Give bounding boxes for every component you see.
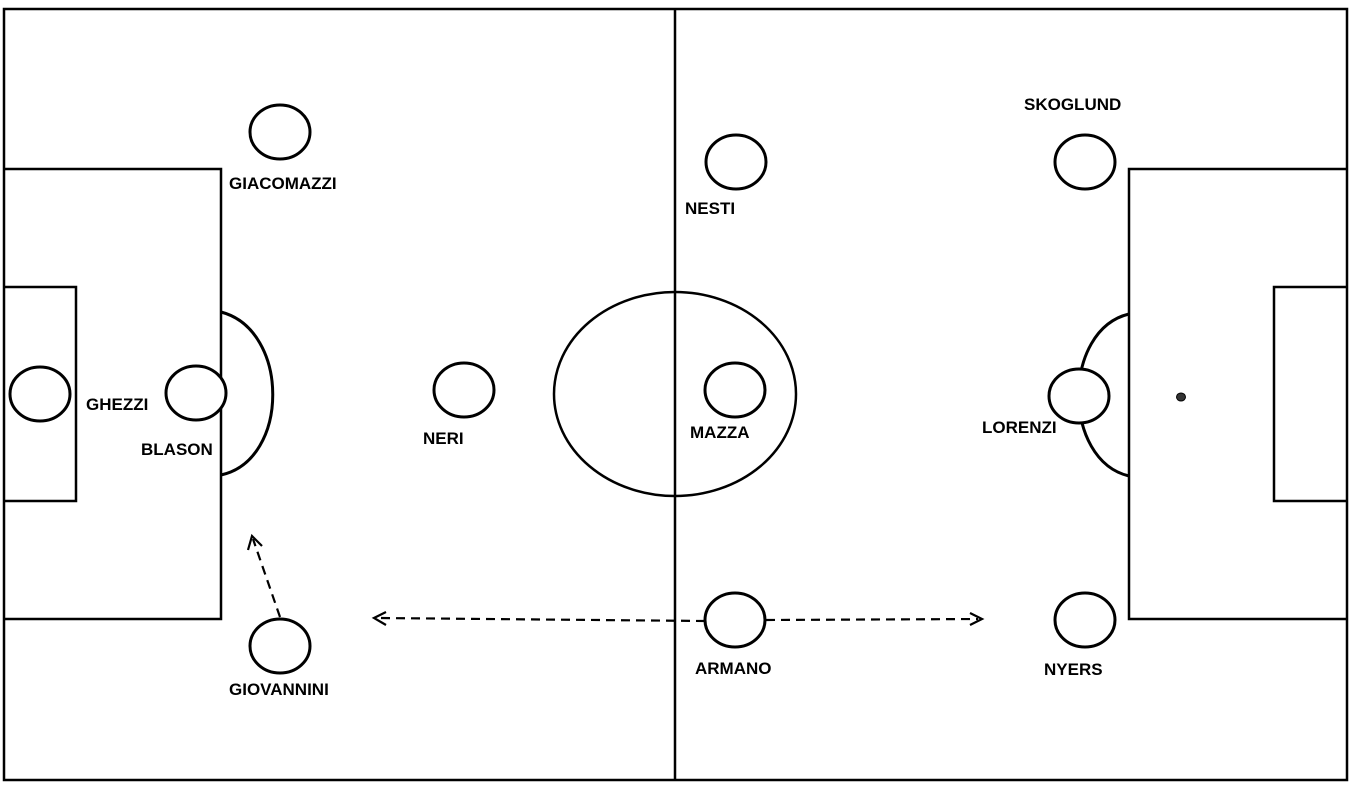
armano-left-arrow xyxy=(377,616,706,623)
player-label-armano: ARMANO xyxy=(695,659,772,678)
player-label-skoglund: SKOGLUND xyxy=(1024,95,1121,114)
player-marker-mazza xyxy=(703,361,767,419)
player-label-mazza: MAZZA xyxy=(690,423,749,442)
player-marker-nesti xyxy=(704,133,768,191)
player-marker-giacomazzi xyxy=(248,103,312,161)
movement-arrows xyxy=(246,533,985,626)
right-penalty-spot xyxy=(1176,392,1186,402)
player-marker-lorenzi xyxy=(1047,367,1111,425)
player-label-giovannini: GIOVANNINI xyxy=(229,680,329,699)
player-marker-skoglund xyxy=(1053,133,1117,191)
giovannini-run-arrowhead xyxy=(246,533,263,551)
armano-left-arrowhead xyxy=(371,611,387,626)
centre-circle xyxy=(552,290,798,498)
player-marker-armano xyxy=(703,591,767,649)
player-marker-ghezzi xyxy=(8,365,72,423)
player-marker-nyers xyxy=(1053,591,1117,649)
player-marker-neri xyxy=(432,361,496,419)
player-label-nyers: NYERS xyxy=(1044,660,1103,679)
armano-right-arrow xyxy=(765,617,979,622)
right-goal-area xyxy=(1272,285,1347,503)
player-label-giacomazzi: GIACOMAZZI xyxy=(229,174,337,193)
player-label-ghezzi: GHEZZI xyxy=(86,395,148,414)
right-penalty-area xyxy=(1127,167,1347,621)
player-marker-giovannini xyxy=(248,617,312,675)
left-penalty-arc xyxy=(220,310,275,477)
player-label-nesti: NESTI xyxy=(685,199,735,218)
player-marker-blason xyxy=(164,364,228,422)
left-goal-area xyxy=(4,285,78,503)
giovannini-run-arrow xyxy=(251,538,282,618)
player-label-blason: BLASON xyxy=(141,440,213,459)
players xyxy=(8,103,1117,675)
player-label-lorenzi: LORENZI xyxy=(982,418,1057,437)
player-label-neri: NERI xyxy=(423,429,464,448)
armano-right-arrowhead xyxy=(969,612,985,626)
player-labels: GHEZZI BLASON GIACOMAZZI GIOVANNINI NERI… xyxy=(86,95,1121,699)
